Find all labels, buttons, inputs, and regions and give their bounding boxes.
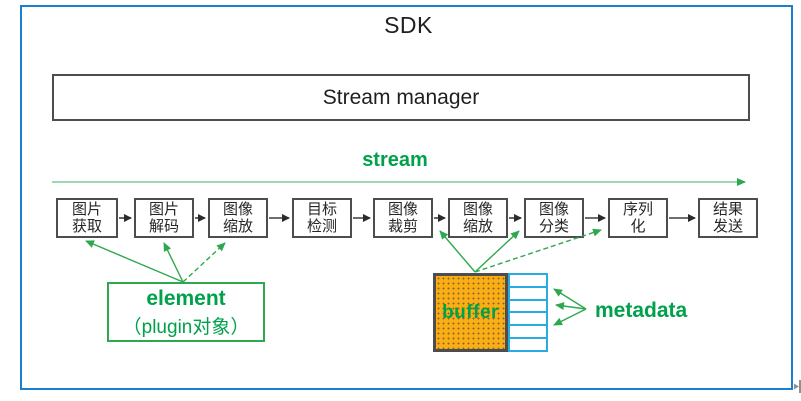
stage-label: 发送 <box>712 218 743 235</box>
pipeline-stage-serialize: 序列 化 <box>608 198 668 238</box>
stage-label: 序列 <box>622 201 653 218</box>
metadata-cell <box>510 301 546 314</box>
metadata-cell <box>510 313 546 327</box>
sdk-title: SDK <box>384 12 433 38</box>
stream-label: stream <box>362 149 428 171</box>
element-plugin-label: （plugin对象） <box>122 317 250 338</box>
metadata-cell <box>510 275 546 288</box>
stage-label: 图像 <box>387 201 418 218</box>
element-box: element （plugin对象） <box>107 282 265 342</box>
stage-label: 获取 <box>71 218 102 235</box>
stage-label: 裁剪 <box>387 218 418 235</box>
stage-label: 解码 <box>148 218 179 235</box>
pipeline-stage-image-resize-2: 图像 缩放 <box>448 198 508 238</box>
stage-label: 化 <box>630 218 646 235</box>
buffer-box: buffer <box>433 273 508 352</box>
stage-label: 缩放 <box>222 218 253 235</box>
metadata-label: metadata <box>595 299 688 322</box>
buffer-label: buffer <box>442 301 499 323</box>
pipeline-stage-image-resize-1: 图像 缩放 <box>208 198 268 238</box>
stage-label: 图像 <box>538 201 569 218</box>
pipeline-stage-image-decode: 图片 解码 <box>134 198 194 238</box>
stream-manager-label: Stream manager <box>322 85 480 109</box>
pipeline-stage-image-capture: 图片 获取 <box>56 198 118 238</box>
stage-label: 图像 <box>222 201 253 218</box>
stage-label: 检测 <box>306 218 337 235</box>
stage-label: 图像 <box>462 201 493 218</box>
pipeline-stage-object-detect: 目标 检测 <box>292 198 352 238</box>
metadata-cell <box>510 339 546 350</box>
stream-manager-box: Stream manager <box>52 74 750 121</box>
stage-label: 结果 <box>712 201 743 218</box>
stage-label: 缩放 <box>462 218 493 235</box>
stage-label: 图片 <box>148 201 179 218</box>
pipeline-stage-image-crop: 图像 裁剪 <box>373 198 433 238</box>
metadata-cell <box>510 326 546 340</box>
metadata-cells <box>508 273 548 352</box>
pipeline-stage-result-send: 结果 发送 <box>698 198 758 238</box>
element-label: element <box>146 287 226 310</box>
metadata-cell <box>510 288 546 301</box>
stage-label: 分类 <box>538 218 569 235</box>
stage-label: 图片 <box>71 201 102 218</box>
resize-handle-icon <box>794 380 801 398</box>
stage-label: 目标 <box>306 201 337 218</box>
pipeline-stage-image-classify: 图像 分类 <box>524 198 584 238</box>
